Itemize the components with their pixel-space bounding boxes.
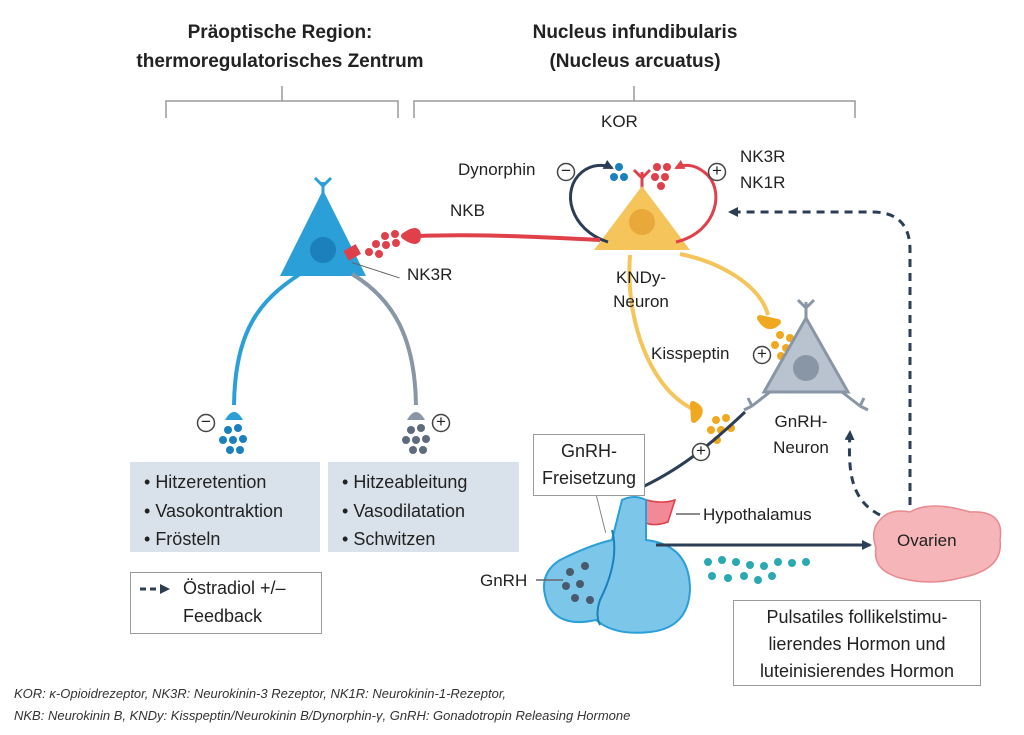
legend-line2: Feedback xyxy=(183,606,263,626)
preoptic-grey-axon xyxy=(350,272,425,420)
nucleus-bracket xyxy=(413,86,856,118)
kndy-label-line2: Neuron xyxy=(613,292,669,311)
right-effect-item: Schwitzen xyxy=(342,525,519,554)
left-effect-item: Hitzeretention xyxy=(144,468,320,497)
gnrh-neuron-label-line2: Neuron xyxy=(773,438,829,457)
sign-lower-plus-text: + xyxy=(696,441,706,460)
kndy-label-line1: KNDy- xyxy=(615,268,667,287)
gnrh-neuron-label: GnRH- Neuron xyxy=(765,409,837,461)
pulsatile-hormone-box: Pulsatiles follikelstimu- lierendes Horm… xyxy=(733,600,981,686)
nk3r-receptor-label: NK3R xyxy=(407,265,453,284)
gnrh-label: GnRH xyxy=(480,571,528,590)
ovaries xyxy=(873,505,1002,583)
gnrh-vesicles xyxy=(562,562,594,604)
sign-dynorphin-minus-text: − xyxy=(561,161,571,180)
kor-vesicles xyxy=(610,163,628,181)
kndy-label: KNDy- Neuron xyxy=(606,266,676,314)
gnrh-release-line1: GnRH- xyxy=(560,441,617,461)
left-effect-item: Vasokontraktion xyxy=(144,497,320,526)
nk3r-top-label: NK3R xyxy=(740,147,786,166)
nkb-label: NKB xyxy=(450,201,485,220)
dynorphin-loop xyxy=(569,159,614,244)
nk-vesicles xyxy=(651,163,671,190)
grey-vesicles xyxy=(402,424,430,454)
preoptic-bracket xyxy=(165,86,399,118)
nkb-vesicles xyxy=(365,230,400,258)
sign-lower-plus xyxy=(691,442,711,462)
gnrh-release-line2: Freisetzung xyxy=(541,468,637,488)
kisspeptin-terminal-lower xyxy=(690,401,703,423)
footnote-line2: NKB: Neurokinin B, KNDy: Kisspeptin/Neur… xyxy=(14,708,631,723)
gnrh-neuron xyxy=(743,298,869,412)
right-effects-box: Hitzeableitung Vasodilatation Schwitzen xyxy=(328,462,519,552)
pituitary xyxy=(543,496,692,634)
estradiol-feedback-gnrh xyxy=(844,430,881,517)
left-effects-box: Hitzeretention Vasokontraktion Frösteln xyxy=(130,462,320,552)
preoptic-blue-neuron xyxy=(225,176,366,420)
kisspeptin-axon-lower xyxy=(627,254,696,412)
nkb-loop xyxy=(674,159,718,244)
left-effect-item: Frösteln xyxy=(144,525,320,554)
nkb-pathway xyxy=(417,233,601,242)
gnrh-release-arrow xyxy=(634,410,747,492)
estradiol-feedback-kndy xyxy=(728,207,912,505)
kor-label: KOR xyxy=(601,112,638,131)
ovarien-label: Ovarien xyxy=(897,531,957,550)
legend-line1: Östradiol +/– xyxy=(183,578,286,598)
gnrh-neuron-label-line1: GnRH- xyxy=(774,412,828,431)
right-effect-item: Vasodilatation xyxy=(342,497,519,526)
sign-kisspeptin-plus-text: + xyxy=(757,344,767,363)
sign-dynorphin-minus xyxy=(556,162,576,182)
preoptic-header-line2: thermoregulatorisches Zentrum xyxy=(136,51,424,72)
nkb-terminal xyxy=(401,228,421,244)
kndy-neuron xyxy=(594,168,690,250)
kisspeptin-label: Kisspeptin xyxy=(651,344,730,363)
kisspeptin-axon-upper xyxy=(679,252,770,316)
footnote-line1: KOR: κ-Opioidrezeptor, NK3R: Neurokinin-… xyxy=(14,686,507,701)
nucleus-header-line2: (Nucleus arcuatus) xyxy=(549,51,721,72)
legend-box: Östradiol +/– Feedback xyxy=(130,572,322,634)
kisspeptin-terminal-upper xyxy=(757,315,781,330)
sign-nk-plus xyxy=(707,162,727,182)
kisspeptin-vesicles-lower xyxy=(707,414,735,444)
sign-nk-plus-text: + xyxy=(712,161,722,180)
pulsatile-line1: Pulsatiles follikelstimu- xyxy=(766,607,948,627)
sign-grey-plus xyxy=(431,413,451,433)
pulsatile-line2: lierendes Hormon und xyxy=(768,634,946,654)
gnrh-release-box: GnRH- Freisetzung xyxy=(533,434,645,496)
preoptic-header: Präoptische Region: thermoregulatorische… xyxy=(130,18,430,76)
nucleus-header: Nucleus infundibularis (Nucleus arcuatus… xyxy=(500,18,770,76)
fsh-lh-vesicles xyxy=(704,556,810,584)
dynorphin-label: Dynorphin xyxy=(458,160,536,179)
sign-kisspeptin-plus xyxy=(752,345,772,365)
nucleus-header-line1: Nucleus infundibularis xyxy=(532,22,738,43)
right-effect-item: Hitzeableitung xyxy=(342,468,519,497)
pulsatile-line3: luteinisierendes Hormon xyxy=(759,661,955,681)
hypothalamus-label: Hypothalamus xyxy=(703,505,812,524)
sign-blue-minus xyxy=(196,413,216,433)
preoptic-header-line1: Präoptische Region: xyxy=(187,22,373,43)
blue-vesicles xyxy=(219,424,247,454)
sign-grey-plus-text: + xyxy=(436,412,446,431)
nk1r-top-label: NK1R xyxy=(740,173,786,192)
sign-blue-minus-text: − xyxy=(201,412,211,431)
